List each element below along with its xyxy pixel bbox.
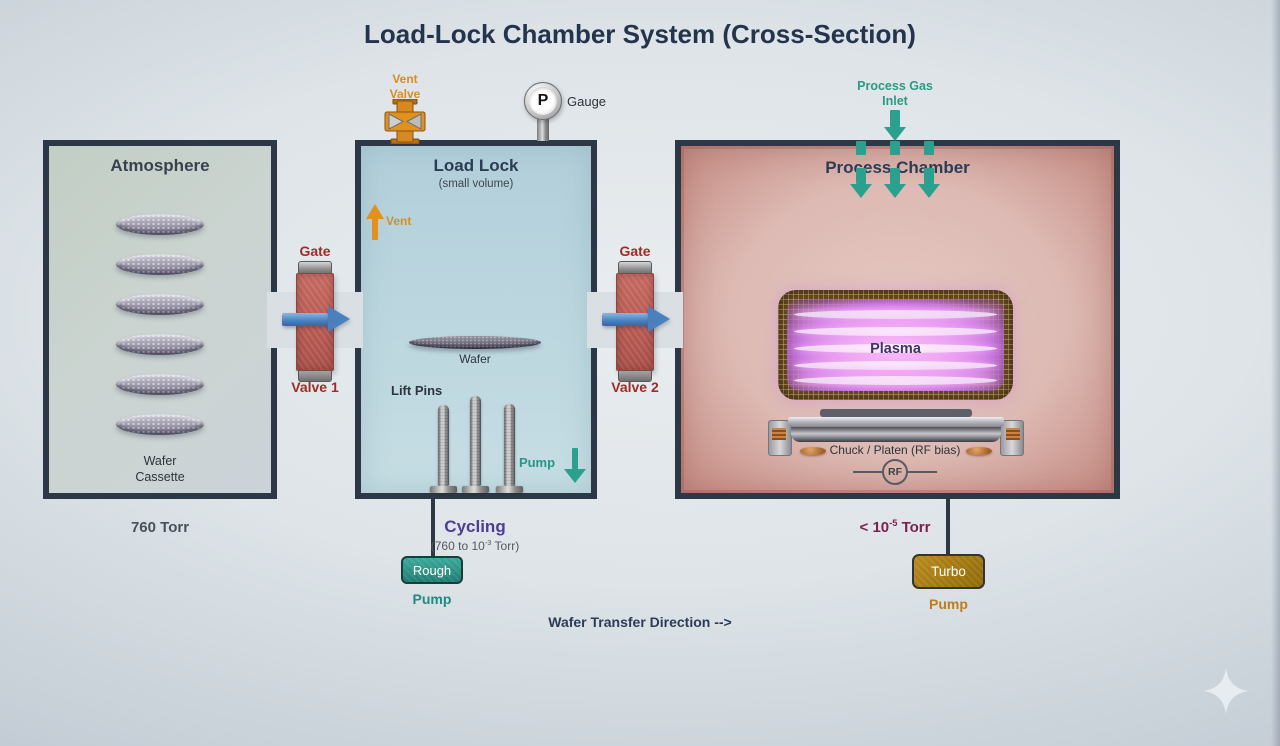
gas-inlet-stub-icon xyxy=(890,141,900,155)
rf-coil xyxy=(772,428,786,440)
rf-symbol-icon: RF xyxy=(882,459,908,485)
chuck-wafer xyxy=(820,409,972,417)
gas-inlet-label-line2: Inlet xyxy=(882,94,908,108)
load-lock-wafer xyxy=(409,336,541,349)
sparkle-icon xyxy=(1203,668,1249,714)
rough-pump-pipe xyxy=(431,499,435,557)
rough-pump: Rough xyxy=(401,556,463,584)
gas-inlet-arrow-icon xyxy=(924,168,934,184)
chuck-foot xyxy=(966,447,992,455)
transfer-arrow-1-icon xyxy=(282,313,328,326)
transfer-arrow-1-icon xyxy=(328,306,350,332)
valve2-gate-label: Gate xyxy=(619,243,651,259)
gauge-symbol: P xyxy=(529,87,557,115)
wafer-cassette-label-line1: Wafer xyxy=(143,454,177,468)
plasma-glow: Plasma xyxy=(787,299,1004,391)
gas-inlet-arrow-icon xyxy=(850,184,872,198)
cassette-wafer xyxy=(116,254,204,275)
load-lock-title: Load Lock xyxy=(433,156,519,175)
plasma-ring xyxy=(793,344,998,353)
chuck-top-plate xyxy=(788,417,1004,427)
gas-inlet-arrow-icon xyxy=(856,168,866,184)
vent-valve-label-line2: Valve xyxy=(389,87,421,101)
turbo-pump: Turbo xyxy=(912,554,985,589)
process-pressure-label: < 10-5 Torr xyxy=(820,518,970,536)
transfer-arrow-2-icon xyxy=(602,313,648,326)
gas-inlet-label-line1: Process Gas xyxy=(857,79,933,93)
lift-pin-base xyxy=(496,486,523,493)
atmosphere-title: Atmosphere xyxy=(110,156,210,175)
chuck-body xyxy=(791,427,1001,442)
vent-arrow-label: Vent xyxy=(386,214,412,228)
pump-arrow-icon xyxy=(564,469,586,483)
gas-inlet-arrow-icon xyxy=(890,168,900,184)
pump-arrow-label: Pump xyxy=(518,455,556,470)
page-title: Load-Lock Chamber System (Cross-Section) xyxy=(364,19,916,49)
cassette-wafer xyxy=(116,214,204,235)
load-lock-wafer-label: Wafer xyxy=(459,352,491,366)
gauge-icon: P xyxy=(524,82,562,120)
gauge-label: Gauge xyxy=(567,94,607,109)
gas-inlet-stub-icon xyxy=(924,141,934,155)
pressure-base: < 10 xyxy=(859,519,890,536)
atmosphere-chamber: Atmosphere Wafer Cassette xyxy=(43,140,277,499)
pump-arrow-icon xyxy=(572,448,578,469)
valve2-name-label: Valve 2 xyxy=(611,379,659,395)
rf-symbol-line xyxy=(853,471,882,473)
cassette-wafer xyxy=(116,414,204,435)
plasma-electrode-mesh: Plasma xyxy=(778,290,1013,400)
lift-pins-label: Lift Pins xyxy=(391,383,443,398)
cycling-tail: Torr) xyxy=(491,539,520,553)
transfer-arrow-2-icon xyxy=(648,306,670,332)
rf-coil xyxy=(1006,428,1020,440)
cassette-wafer xyxy=(116,374,204,395)
lift-pin-base xyxy=(462,486,489,493)
wafer-cassette-label-line2: Cassette xyxy=(135,470,185,484)
gas-inlet-arrow-icon xyxy=(884,184,906,198)
chuck-foot xyxy=(800,447,826,455)
gas-inlet-stub-icon xyxy=(856,141,866,155)
valve1-gate-label: Gate xyxy=(299,243,331,259)
turbo-pump-pipe xyxy=(946,499,950,556)
vent-arrow-icon xyxy=(372,218,378,240)
gas-inlet-arrow-icon xyxy=(890,110,900,127)
pressure-tail: Torr xyxy=(897,519,931,536)
vent-arrow-icon xyxy=(366,204,384,219)
plasma-ring xyxy=(793,361,998,370)
cycling-label: Cycling xyxy=(444,517,506,536)
atmosphere-pressure-label: 760 Torr xyxy=(130,519,190,536)
lift-pin-base xyxy=(430,486,457,493)
vent-valve-label-line1: Vent xyxy=(392,72,418,86)
gauge-stem xyxy=(537,118,549,141)
chuck-label: Chuck / Platen (RF bias) xyxy=(829,443,961,457)
load-lock-chamber: Load Lock (small volume) Vent Wafer Lift… xyxy=(355,140,597,499)
cycling-exponent: -3 xyxy=(484,538,492,547)
pressure-exponent: -5 xyxy=(889,518,898,528)
lift-pin xyxy=(504,404,515,486)
lift-pin xyxy=(470,396,481,486)
transfer-direction-label: Wafer Transfer Direction --> xyxy=(548,614,732,630)
cycling-range-label: (760 to 10-3 Torr) xyxy=(405,538,545,553)
plasma-ring xyxy=(793,376,998,385)
plasma-ring xyxy=(793,327,998,336)
lift-pin xyxy=(438,405,449,486)
cassette-wafer xyxy=(116,294,204,315)
plasma-label: Plasma xyxy=(870,341,921,357)
load-lock-subtitle: (small volume) xyxy=(438,178,514,190)
plasma-ring xyxy=(793,310,998,319)
turbo-pump-label: Pump xyxy=(929,596,968,612)
gas-inlet-arrow-icon xyxy=(884,127,906,141)
gas-inlet-arrow-icon xyxy=(918,184,940,198)
valve1-name-label: Valve 1 xyxy=(291,379,339,395)
cycling-base: (760 to 10 xyxy=(430,539,485,553)
rf-symbol-line xyxy=(908,471,937,473)
right-edge-shade xyxy=(1271,0,1280,746)
cassette-wafer xyxy=(116,334,204,355)
rough-pump-label: Pump xyxy=(412,591,452,607)
vent-valve-icon xyxy=(384,99,426,144)
